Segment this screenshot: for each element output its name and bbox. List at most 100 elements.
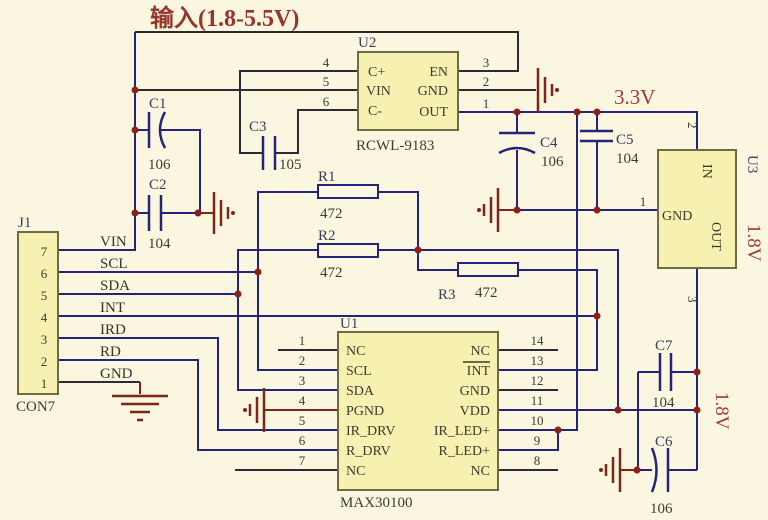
ground-icon (212, 192, 235, 234)
wire-segment (235, 349, 558, 471)
u3-pin-num: 1 (640, 194, 647, 209)
u1-pin-num: 7 (299, 453, 306, 468)
j1-signal-label: SDA (100, 278, 130, 294)
u3-body (657, 149, 737, 269)
wire-segment (58, 213, 136, 251)
u3-pin-name: IN (699, 164, 714, 179)
u2-pin-name: VIN (366, 84, 391, 99)
u1-pin-num: 2 (299, 353, 306, 368)
r2-val: 472 (320, 265, 343, 281)
wire-segment (135, 31, 519, 72)
j1-signal-label: RD (100, 344, 121, 360)
capacitor-c4 (498, 131, 536, 155)
u1-pin-num: 11 (531, 393, 544, 408)
u1-pin-name: R_LED+ (439, 444, 491, 459)
u2-body (357, 51, 459, 131)
u2-pin-num: 3 (483, 55, 490, 70)
wire-segment (135, 129, 201, 214)
resistor-r1 (317, 184, 379, 199)
c4-ref: C4 (540, 135, 558, 151)
c1-ref: C1 (149, 96, 167, 112)
wire-segment (257, 191, 419, 272)
u3-pin-num: 2 (685, 122, 700, 129)
c5-ref: C5 (616, 132, 634, 148)
u3-labels: U3 1.8V IN GND OUT 2 1 3 (640, 122, 764, 303)
j1-body (17, 231, 59, 395)
wires-dark (58, 31, 558, 471)
capacitor-symbols (147, 111, 673, 493)
resistor-r2 (317, 243, 379, 258)
j1-pin-num: 7 (41, 244, 48, 259)
u1-body (337, 331, 499, 491)
u1-pin-num: 14 (531, 333, 545, 348)
c2-val: 104 (148, 236, 171, 252)
u3-part: 1.8V (743, 224, 764, 262)
capacitor-c2 (147, 195, 163, 231)
r2-ref: R2 (318, 228, 336, 244)
u2-pin-name: EN (429, 65, 448, 80)
u2-pin-name: C- (368, 104, 382, 119)
capacitor-c1 (147, 111, 167, 149)
c1-val: 106 (148, 157, 171, 173)
ground-icon (112, 394, 168, 422)
j1-pin-num: 6 (41, 266, 48, 281)
schematic-title: 输入(1.8-5.5V) (150, 4, 299, 32)
u2-pin-num: 4 (323, 55, 330, 70)
wire-segment (516, 112, 598, 210)
u2-pin-name: OUT (419, 105, 448, 120)
ground-icon (243, 388, 266, 432)
u1-pin-num: 4 (299, 393, 306, 408)
c3-ref: C3 (249, 119, 267, 135)
wire-segment (58, 359, 338, 451)
ground-icon (536, 68, 559, 112)
resistor-r3 (457, 262, 519, 277)
u1-part: MAX30100 (340, 495, 413, 511)
u1-labels: U1 MAX30100 NC SCL SDA PGND IR_DRV R_DRV… (299, 316, 544, 511)
c7-val: 104 (652, 395, 675, 411)
j1-signal-label: GND (100, 366, 133, 382)
capacitor-c7 (658, 353, 673, 391)
component-bodies (17, 51, 737, 491)
u2-labels: U2 RCWL-9183 C+ VIN C- EN GND OUT 4 5 6 … (323, 35, 490, 154)
u1-pin-num: 12 (531, 373, 544, 388)
u1-pin-name: VDD (460, 404, 490, 419)
u1-pin-name: R_DRV (346, 444, 391, 459)
capacitor-c5 (580, 129, 613, 143)
capacitor-c3 (261, 136, 277, 170)
u1-pin-name: GND (460, 384, 490, 399)
ground-symbols (112, 68, 622, 492)
u2-pin-num: 2 (483, 74, 490, 89)
wire-segment (418, 249, 619, 410)
u2-ref: U2 (358, 35, 376, 51)
wire-segment (58, 271, 338, 371)
u1-pin-num: 5 (299, 413, 306, 428)
u1-ref: U1 (340, 316, 358, 332)
u1-pin-name: IR_DRV (346, 424, 395, 439)
r1-ref: R1 (318, 169, 336, 185)
u3-pin-name: OUT (708, 222, 723, 251)
u1-pin-name: NC (346, 344, 365, 359)
r3-ref: R3 (438, 287, 456, 303)
resistor-symbols (317, 184, 519, 277)
u2-pin-num: 5 (323, 74, 330, 89)
u1-pin-num: 9 (534, 433, 541, 448)
u1-pin-num: 1 (299, 333, 306, 348)
u1-pin-name: IR_LED+ (434, 424, 490, 439)
u1-pin-name: SDA (346, 384, 375, 399)
wire-segment (239, 70, 358, 154)
c4-val: 106 (541, 154, 564, 170)
ground-icon (477, 188, 500, 232)
j1-pin-num: 4 (41, 310, 48, 325)
u1-pin-name: NC (346, 464, 365, 479)
c2-ref: C2 (149, 177, 167, 193)
c5-val: 104 (616, 151, 639, 167)
u1-pin-num: 3 (299, 373, 306, 388)
u1-pin-name: SCL (346, 364, 372, 379)
u2-pin-num: 6 (323, 94, 330, 109)
c6-ref: C6 (655, 434, 673, 450)
u1-pin-name: NC (471, 344, 490, 359)
r3-val: 472 (475, 285, 498, 301)
passive-labels: C1 106 C2 104 C3 105 C4 106 C5 104 C6 10… (148, 96, 675, 517)
wire-segment (58, 337, 338, 431)
